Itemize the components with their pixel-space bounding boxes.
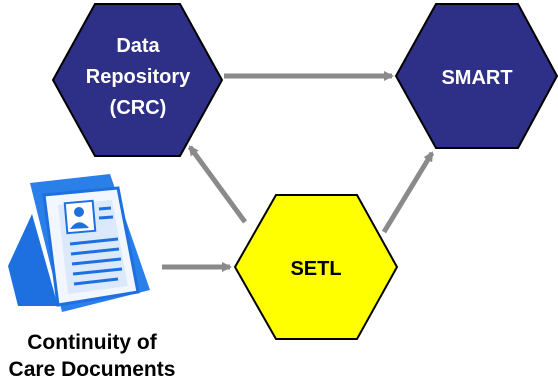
repository-label-line-2: Repository: [86, 66, 191, 88]
setl-label: SETL: [290, 258, 341, 280]
repository-label-line-3: (CRC): [110, 97, 167, 119]
repository-label-line-1: Data: [116, 35, 160, 57]
setl-hexagon: [233, 194, 399, 340]
edges: [162, 71, 435, 272]
documents-icon-photo: [63, 199, 97, 235]
documents-caption-line-2: Care Documents: [9, 358, 176, 381]
documents-icon-person-head: [74, 207, 84, 217]
repository-hexagon: [51, 3, 224, 157]
smart-hexagon: [394, 3, 558, 149]
documents-icon: [8, 174, 150, 312]
node-setl: SETL: [233, 194, 399, 340]
documents-icon-person-body: [70, 222, 89, 229]
documents-caption-line-1: Continuity of: [27, 331, 157, 354]
node-repository: Data Repository (CRC): [51, 3, 224, 157]
smart-label: SMART: [441, 67, 512, 89]
edge-setl-to-repository: [187, 145, 248, 224]
edge-setl-to-smart: [381, 151, 435, 234]
documents-icon-lines: [69, 206, 123, 286]
node-smart: SMART: [394, 3, 558, 149]
documents-icon-left-flap: [8, 214, 58, 306]
